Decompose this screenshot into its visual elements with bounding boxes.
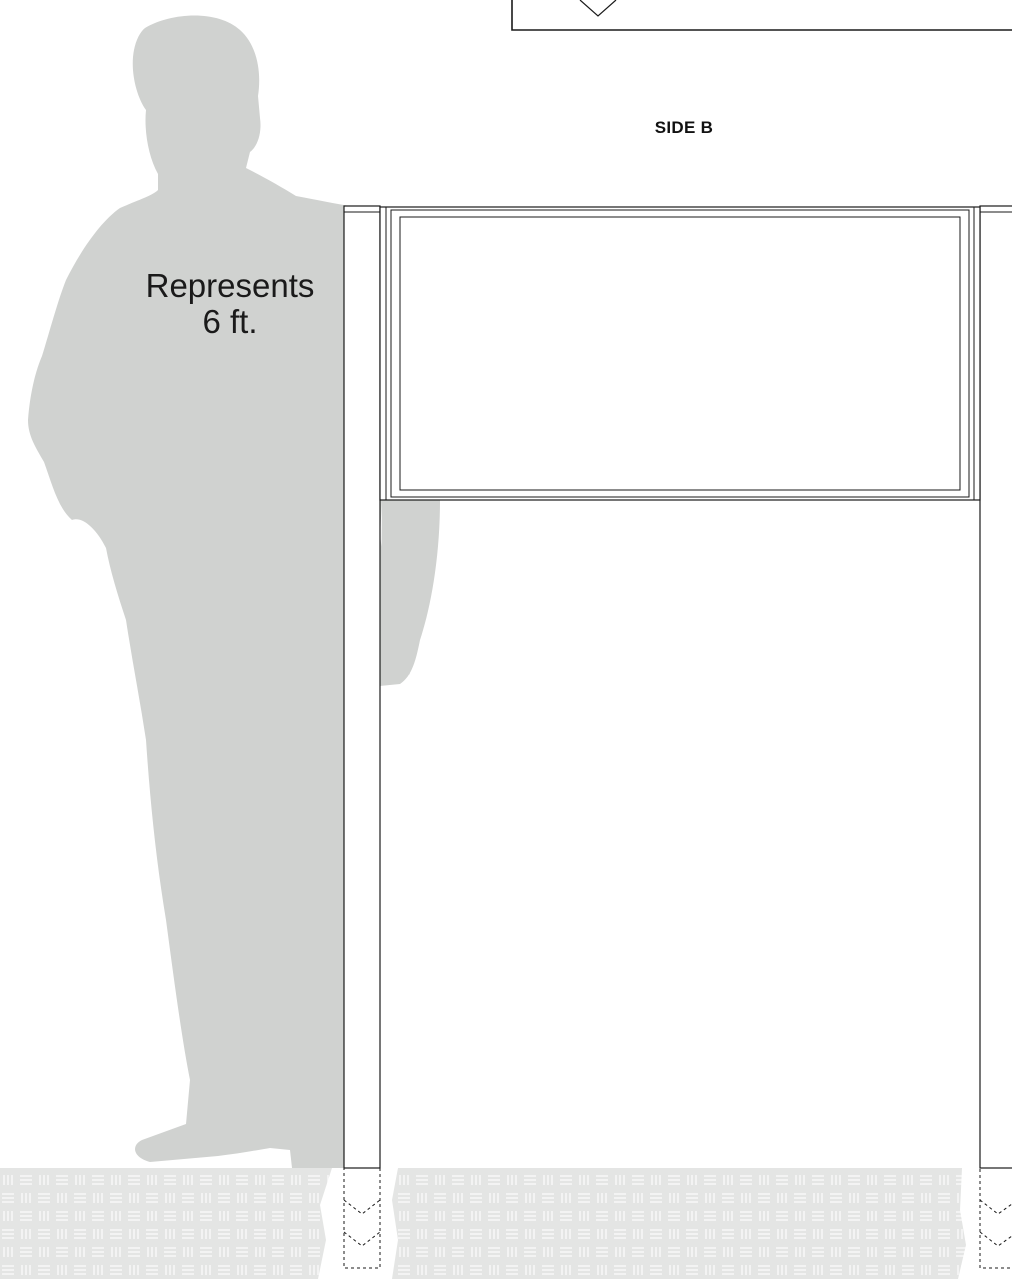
right-post-base-dashed bbox=[979, 1167, 1012, 1269]
silhouette-height-caption: Represents 6 ft. bbox=[120, 268, 340, 340]
caption-line-height: 6 ft. bbox=[202, 303, 258, 340]
floor-gap-right bbox=[958, 1168, 1012, 1279]
caption-line-represents: Represents bbox=[145, 267, 315, 304]
side-b-label: SIDE B bbox=[654, 118, 714, 137]
upper-panel-rail bbox=[390, 209, 970, 498]
human-silhouette-icon bbox=[28, 15, 410, 1168]
left-post bbox=[343, 205, 381, 1169]
top-partial-arrow-icon bbox=[579, 0, 617, 17]
upper-panel-outer bbox=[379, 206, 981, 501]
floor-strip bbox=[0, 1168, 1012, 1279]
upper-panel-inner bbox=[399, 216, 961, 491]
right-post bbox=[979, 205, 1012, 1169]
left-post-base-dashed bbox=[343, 1167, 381, 1269]
silhouette-arm-shadow bbox=[380, 500, 440, 686]
top-partial-box bbox=[511, 0, 1012, 31]
floor-gap-left bbox=[318, 1168, 398, 1279]
